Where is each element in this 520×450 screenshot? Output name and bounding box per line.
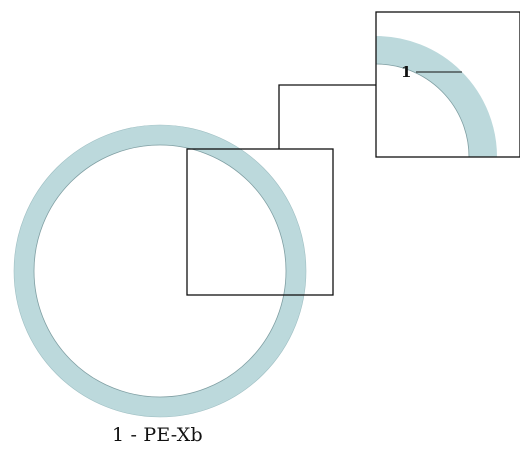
pipe-inner-edge: [33, 144, 287, 398]
zoom-connector-line: [278, 84, 376, 149]
pipe-ring-main: [13, 124, 307, 418]
legend-caption: 1 - PE-Xb: [112, 424, 203, 446]
layer-1-label: 1: [401, 63, 411, 81]
pipe-outer-edge: [13, 124, 307, 418]
pipe-wall-ring: [14, 125, 306, 417]
zoom-detail-box: [375, 11, 520, 158]
detail-selection-box: [186, 148, 334, 296]
zoom-box-frame: [375, 11, 520, 158]
